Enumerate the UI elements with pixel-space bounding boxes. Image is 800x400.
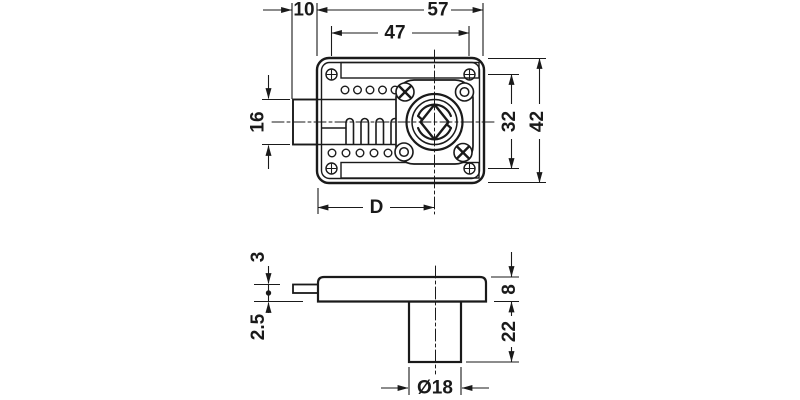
dimension-body-height: 42 (488, 57, 548, 184)
dim-label-cylinder-diameter: Ø18 (417, 378, 453, 399)
body-profile-side (316, 275, 488, 303)
latch-guide-lines (316, 98, 399, 146)
rivet-hole (341, 148, 351, 158)
dim-label-latch-protrusion: 10 (293, 0, 314, 21)
dimensions-side-view: 3 2.5 8 22 Ø18 (248, 252, 520, 399)
dim-label-cylinder-length: 22 (499, 321, 520, 342)
dim-label-latch-gap: 2.5 (248, 313, 269, 340)
dimension-cylinder-diameter: Ø18 (381, 367, 489, 399)
phillips-screw-top-left (395, 82, 415, 102)
dimension-latch-thickness: 3 (248, 252, 280, 302)
dimension-latch-height: 16 (248, 75, 290, 169)
dimension-body-width: 57 (316, 0, 484, 56)
latch-bolt-side (292, 283, 320, 294)
top-plate (340, 61, 480, 79)
dimension-screw-spacing-horizontal: 47 (330, 23, 470, 56)
centerlines-top-view (271, 49, 498, 215)
cam-hook (417, 114, 423, 121)
dim-label-body-width: 57 (427, 0, 448, 21)
dim-label-body-height: 42 (527, 111, 548, 132)
dim-label-screw-spacing-h: 47 (384, 23, 405, 44)
rivet-hole (340, 85, 350, 95)
rivet-post-top-right (454, 82, 475, 102)
dim-label-body-depth: 8 (499, 284, 520, 295)
corner-screw (463, 68, 476, 81)
rivet-hole-row-bottom (327, 148, 393, 158)
dimension-backset: D (317, 188, 435, 218)
dim-label-latch-height: 16 (248, 111, 269, 132)
rivet-hole (327, 148, 337, 158)
dim-label-backset: D (370, 197, 384, 218)
corner-screw (325, 68, 338, 81)
rivet-hole (383, 148, 393, 158)
rivet-hole (355, 148, 365, 158)
rivet-hole (378, 85, 388, 95)
dimension-cylinder-length: 22 (466, 301, 520, 363)
cam-hook (446, 123, 452, 130)
corner-screw (463, 162, 476, 175)
dimension-body-depth: 8 (491, 252, 520, 303)
dimensions-top-view: 10 57 47 16 32 (248, 0, 549, 218)
top-view (271, 49, 498, 215)
rivet-hole (369, 148, 379, 158)
dimension-latch-gap: 2.5 (248, 300, 303, 340)
rivet-post-bottom-left (394, 142, 414, 162)
dim-label-screw-spacing-v: 32 (499, 111, 520, 132)
corner-screws (325, 68, 476, 175)
spring-comb (345, 117, 400, 145)
phillips-screw-bottom-right (453, 142, 473, 163)
side-view (292, 265, 488, 375)
dim-label-latch-thickness: 3 (248, 252, 269, 263)
rivet-hole (365, 85, 375, 95)
dimension-latch-protrusion: 10 (263, 0, 315, 99)
dimension-screw-spacing-vertical: 32 (488, 73, 520, 170)
dimension-dot (265, 290, 272, 296)
rivet-hole (353, 85, 363, 95)
corner-screw (325, 162, 338, 175)
